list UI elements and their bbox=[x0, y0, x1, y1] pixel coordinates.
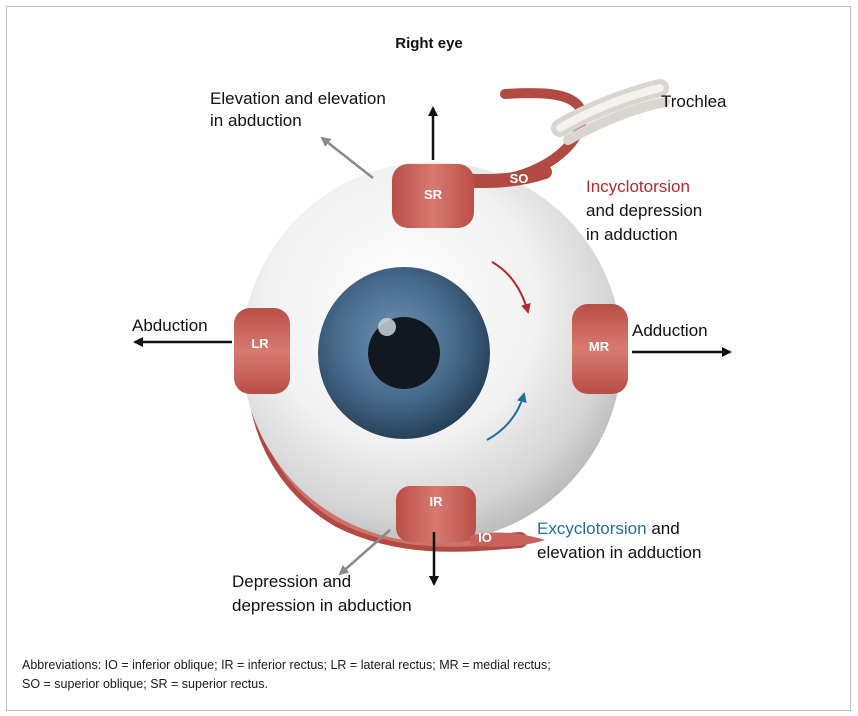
pupil-reflection bbox=[378, 318, 396, 336]
caption-line2: SO = superior oblique; SR = superior rec… bbox=[22, 675, 822, 694]
elevation-in-abduction-arrow bbox=[322, 138, 373, 178]
incyclotorsion-label: Incyclotorsion bbox=[586, 177, 690, 196]
excyclotorsion-label-line2: elevation in adduction bbox=[537, 543, 701, 562]
mr-label: MR bbox=[589, 339, 610, 354]
abduction-label: Abduction bbox=[132, 316, 208, 335]
incyclotorsion-label-line2: and depression bbox=[586, 201, 702, 220]
trochlea-label: Trochlea bbox=[661, 92, 727, 111]
excyclotorsion-label-line1: Excyclotorsion and bbox=[537, 519, 680, 538]
excyclotorsion-word: Excyclotorsion bbox=[537, 519, 647, 538]
lr-label: LR bbox=[251, 336, 269, 351]
depression-label-line1: Depression and bbox=[232, 572, 351, 591]
diagram-title: Right eye bbox=[395, 35, 463, 52]
excyclotorsion-and: and bbox=[647, 519, 680, 538]
lateral-rectus-muscle bbox=[234, 308, 290, 394]
elevation-label-line2: in abduction bbox=[210, 111, 302, 130]
caption-line1: Abbreviations: IO = inferior oblique; IR… bbox=[22, 656, 822, 675]
trochlea bbox=[560, 88, 665, 140]
abbreviations-caption: Abbreviations: IO = inferior oblique; IR… bbox=[22, 656, 822, 694]
so-label: SO bbox=[510, 171, 529, 186]
incyclotorsion-label-line3: in adduction bbox=[586, 225, 678, 244]
depression-label-line2: depression in abduction bbox=[232, 596, 412, 615]
io-label: IO bbox=[478, 530, 492, 545]
ir-label: IR bbox=[430, 494, 444, 509]
adduction-label: Adduction bbox=[632, 321, 708, 340]
elevation-label-line1: Elevation and elevation bbox=[210, 89, 386, 108]
sr-label: SR bbox=[424, 187, 443, 202]
